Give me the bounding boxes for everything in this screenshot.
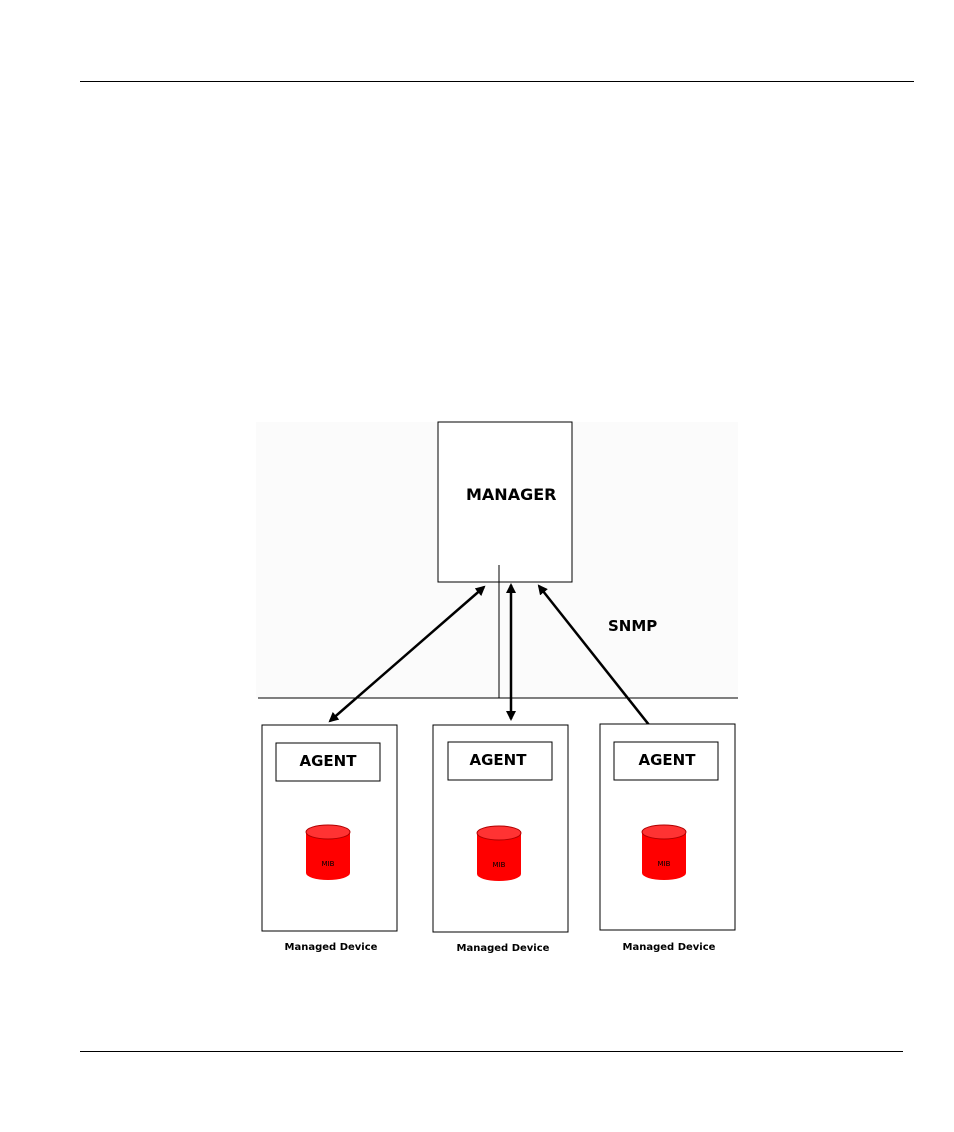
footer-rule <box>80 1051 903 1052</box>
device-caption: Managed Device <box>457 943 550 954</box>
manager-label: MANAGER <box>466 485 556 504</box>
managed-device: AGENT MIB Managed Device <box>600 724 735 953</box>
mib-label: MIB <box>493 861 506 869</box>
device-caption: Managed Device <box>623 942 716 953</box>
mib-label: MIB <box>322 860 335 868</box>
snmp-architecture-diagram: MANAGER SNMP AGENT MIB Managed Device AG… <box>256 420 738 960</box>
snmp-label: SNMP <box>608 617 657 635</box>
agent-label: AGENT <box>470 751 528 769</box>
manager-node: MANAGER <box>438 422 572 582</box>
managed-device: AGENT MIB Managed Device <box>262 725 397 953</box>
agent-label: AGENT <box>300 752 358 770</box>
managed-device: AGENT MIB Managed Device <box>433 725 568 954</box>
header-rule <box>80 81 914 82</box>
agent-label: AGENT <box>639 751 697 769</box>
mib-label: MIB <box>658 860 671 868</box>
device-caption: Managed Device <box>285 942 378 953</box>
mib-database-icon: MIB <box>306 825 350 880</box>
mib-database-icon: MIB <box>477 826 521 881</box>
mib-database-icon: MIB <box>642 825 686 880</box>
